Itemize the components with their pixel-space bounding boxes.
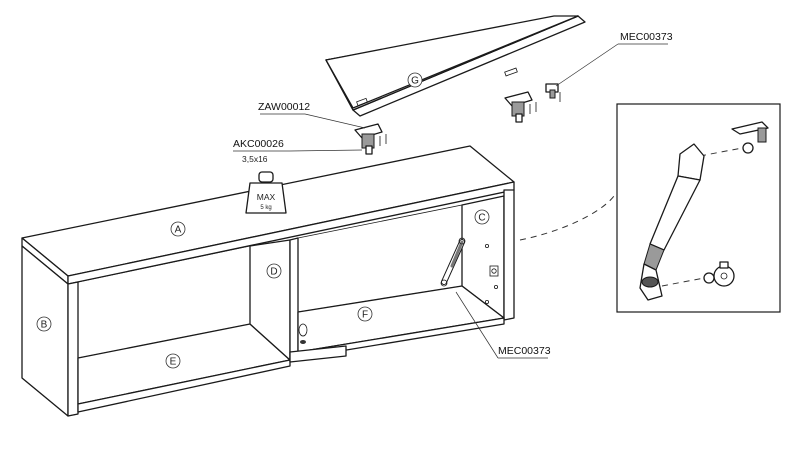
detail-dash-top: [699, 147, 743, 157]
bottom-corner-edge: [67, 413, 79, 417]
strut-top-bracket-icon: [731, 121, 769, 154]
bottom-panel-e: [77, 323, 291, 405]
plinth-strip: [289, 345, 347, 363]
gas-strut-detail: [616, 103, 781, 313]
part-labels: A B C D E F G: [36, 72, 490, 369]
side-panel-b-edge: [67, 281, 79, 417]
door-panel-g: [325, 15, 586, 117]
hole-marker: [493, 284, 498, 289]
side-panel-c-edge: [503, 189, 515, 321]
strut-code-bottom-label: MEC00373: [498, 345, 551, 357]
part-label-f: F: [362, 310, 368, 321]
weight-max-label: MAX: [257, 192, 276, 202]
screw-code-label: AKC00026: [233, 138, 284, 150]
callouts: ZAW00012 AKC00026 3,5x16 MEC00373 MEC003…: [233, 31, 673, 359]
gas-strut-installed: [440, 237, 466, 287]
part-label-a: A: [175, 225, 182, 236]
hole-marker: [484, 243, 489, 248]
part-label-c: C: [478, 213, 485, 224]
part-label-d: D: [270, 267, 277, 278]
bottom-left-edge: [21, 377, 69, 417]
weight-value-label: 5 kg: [260, 205, 271, 211]
part-label-g: G: [411, 76, 419, 87]
gas-strut-large-icon: [639, 143, 705, 301]
strut-bracket-small-icon: [545, 83, 561, 102]
strut-bracket-icon: [489, 265, 499, 277]
divider-panel-d-edge: [289, 237, 299, 361]
cabinet-body: [21, 145, 515, 417]
hinge-left-icon: [354, 123, 387, 155]
hole-marker: [484, 299, 489, 304]
weight-max-icon: MAX 5 kg: [245, 171, 287, 214]
strut-code-top-label: MEC00373: [620, 31, 673, 43]
part-label-e: E: [170, 357, 177, 368]
strut-bottom-bracket-icon: [703, 261, 735, 287]
bottom-panel-e-edge: [77, 359, 291, 413]
hinge-right-icon: [504, 91, 537, 123]
screw-size-label: 3,5x16: [242, 154, 268, 164]
detail-connector: [519, 195, 615, 241]
part-label-b: B: [41, 320, 48, 331]
detail-dash-bottom: [661, 277, 705, 287]
hinge-code-label: ZAW00012: [258, 101, 310, 113]
strut-fitting-icon: [298, 323, 308, 344]
